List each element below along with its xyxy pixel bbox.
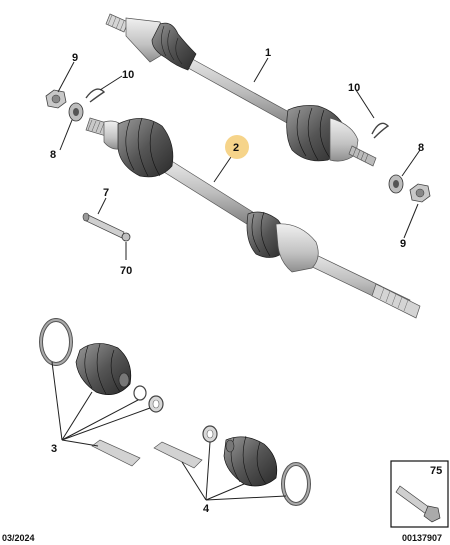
callout-7: 7 xyxy=(103,187,109,199)
callout-3: 3 xyxy=(51,443,57,455)
callout-10-left: 10 xyxy=(122,69,134,81)
callout-9-left: 9 xyxy=(72,52,78,64)
drive-shaft-upper xyxy=(105,13,377,167)
hub-nut-left xyxy=(45,89,67,109)
inset-box-75: 75 xyxy=(390,460,449,528)
clamp-ring-small-3 xyxy=(148,395,164,413)
boot-4 xyxy=(223,435,278,487)
nut-70 xyxy=(121,232,131,242)
callout-75: 75 xyxy=(430,465,442,477)
drive-shaft-lower xyxy=(85,117,421,319)
circlip-3 xyxy=(133,385,147,401)
footer-date: 03/2024 xyxy=(2,533,35,543)
callout-4: 4 xyxy=(203,503,210,515)
callout-9-right: 9 xyxy=(400,238,406,250)
callout-8-right: 8 xyxy=(418,142,424,154)
clamp-ring-small-4 xyxy=(202,425,218,443)
footer-reference: 00137907 xyxy=(402,533,442,543)
grease-sachet-3 xyxy=(91,439,141,467)
washer-right xyxy=(388,174,404,194)
grease-sachet-4 xyxy=(153,441,203,469)
boot-3 xyxy=(75,343,132,395)
callout-2-highlight xyxy=(225,135,249,159)
callout-10-right: 10 xyxy=(348,82,360,94)
callout-8-left: 8 xyxy=(50,149,56,161)
bolt-7 xyxy=(82,212,125,239)
callout-2: 2 xyxy=(233,142,239,154)
clamp-ring-large-4 xyxy=(281,462,311,506)
callout-70: 70 xyxy=(120,265,132,277)
callout-1: 1 xyxy=(265,47,271,59)
split-pin-right xyxy=(371,122,390,139)
hub-nut-right xyxy=(409,183,431,203)
leader-lines xyxy=(51,57,421,501)
bolt-75 xyxy=(395,485,441,523)
split-pin-left xyxy=(85,88,106,103)
washer-left xyxy=(68,102,84,122)
clamp-ring-large-3 xyxy=(39,318,73,366)
